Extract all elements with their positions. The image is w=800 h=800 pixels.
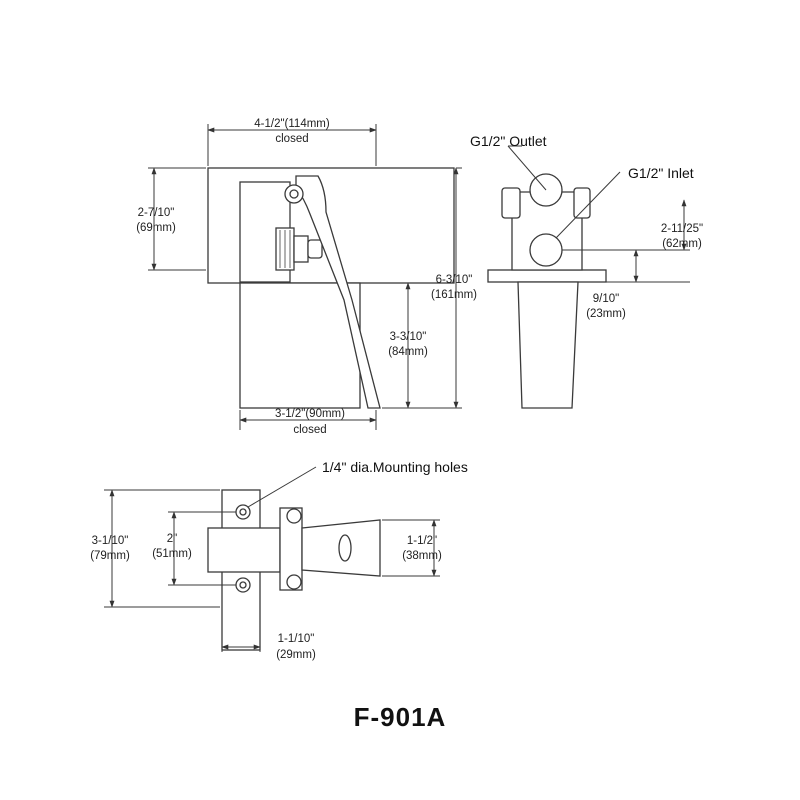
- mounting-flange: [487, 269, 607, 283]
- dim-pedal-width-metric: (38mm): [402, 550, 442, 562]
- dim-inlet-height-metric: (62mm): [662, 238, 702, 250]
- model-number: F-901A: [354, 702, 447, 732]
- right-lug: [573, 187, 591, 219]
- dim-base-width-label: 3-1/2"(90mm): [275, 408, 345, 420]
- dim-base-width-note: closed: [293, 424, 326, 436]
- top-view: 1/4" dia.Mounting holes 3-1/10" (79mm) 2…: [90, 459, 468, 661]
- pivot-pin: [289, 189, 299, 199]
- callout-outlet: G1/2" Outlet: [470, 133, 547, 149]
- dim-hole-spacing-metric: (51mm): [152, 548, 192, 560]
- dim-total-height-label: 6-3/10": [436, 274, 473, 286]
- nozzle-body: [293, 235, 309, 263]
- pedal-slot: [338, 534, 352, 562]
- side-view: 4-1/2"(114mm) closed 2-7/10" (69mm) 6-3/…: [136, 118, 477, 436]
- callout-inlet: G1/2" Inlet: [628, 165, 694, 181]
- dim-flange-offset-metric: (23mm): [586, 308, 626, 320]
- dim-plate-height-metric: (79mm): [90, 550, 130, 562]
- dim-total-height-metric: (161mm): [431, 289, 477, 301]
- dim-plate-height-label: 3-1/10": [92, 535, 129, 547]
- nozzle-tip: [307, 239, 323, 259]
- dim-hole-spacing-label: 2": [167, 533, 177, 545]
- dim-open-width-label: 4-1/2"(114mm): [254, 118, 330, 130]
- dim-flange-offset-label: 9/10": [593, 293, 619, 305]
- front-pedal: [517, 281, 579, 409]
- top-body: [207, 527, 281, 573]
- dim-pedal-width-label: 1-1/2": [407, 535, 437, 547]
- base-column: [239, 282, 361, 409]
- dim-plate-width-label: 1-1/10": [278, 633, 315, 645]
- dim-plate-width-metric: (29mm): [276, 649, 316, 661]
- dim-pedal-height-metric: (84mm): [388, 346, 428, 358]
- dim-body-height-metric: (69mm): [136, 222, 176, 234]
- front-view: G1/2" Outlet G1/2" Inlet 2-11/25" (62mm)…: [470, 133, 703, 409]
- dim-pedal-height-label: 3-3/10": [390, 331, 427, 343]
- left-lug: [501, 187, 521, 219]
- dim-inlet-height-label: 2-11/25": [661, 223, 703, 235]
- dim-open-width-note: closed: [275, 133, 308, 145]
- inlet-port: [529, 233, 563, 267]
- dim-body-height-label: 2-7/10": [138, 207, 175, 219]
- callout-mounting-holes: 1/4" dia.Mounting holes: [322, 459, 468, 475]
